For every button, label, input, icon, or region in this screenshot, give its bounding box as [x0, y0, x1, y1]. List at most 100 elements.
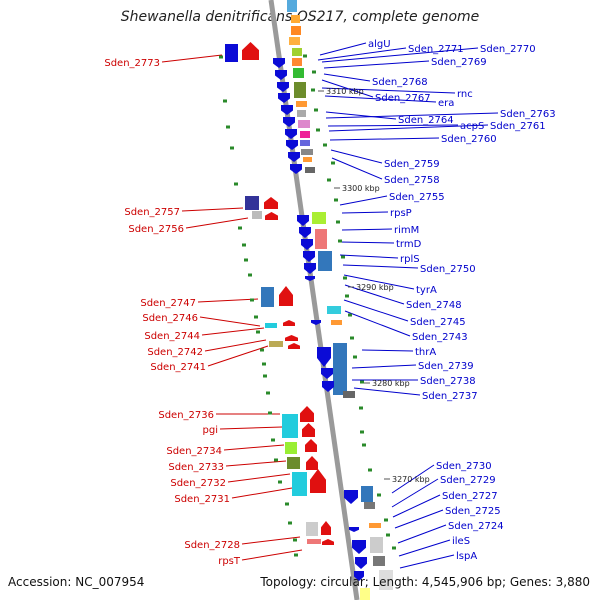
- forward-gene-arrow: [277, 82, 289, 92]
- gene-label-forward: Sden_2771: [408, 44, 464, 55]
- forward-gene-box: [245, 196, 259, 210]
- label-leader-line: [324, 95, 437, 103]
- label-leader-line: [339, 195, 388, 206]
- reverse-gene-arrow: [310, 469, 326, 493]
- reverse-gene-arrow: [322, 539, 334, 545]
- position-tick: [331, 161, 335, 165]
- position-tick: [345, 294, 349, 298]
- gene-label-forward: Sden_2724: [448, 521, 504, 532]
- gene-label-forward: Sden_2760: [441, 134, 497, 145]
- gene-label-forward: Sden_2758: [384, 175, 440, 186]
- label-leader-line: [323, 73, 371, 82]
- label-leader-line: [185, 217, 249, 229]
- forward-gene-arrow: [275, 70, 287, 80]
- position-tick: [312, 70, 316, 74]
- gene-feature-block: [261, 287, 274, 307]
- gene-label-reverse: Sden_2732: [170, 478, 226, 489]
- gene-feature-block: [369, 523, 381, 528]
- position-tick: [268, 411, 272, 415]
- label-leader-line: [197, 298, 259, 303]
- gene-feature-block: [315, 229, 327, 249]
- gene-label-forward: Sden_2750: [420, 264, 476, 275]
- gene-label-forward: rimM: [394, 225, 419, 236]
- label-leader-line: [321, 87, 456, 94]
- label-leader-line: [391, 478, 439, 508]
- gene-feature-block: [303, 157, 312, 162]
- label-leader-line: [199, 316, 261, 327]
- gene-label-forward: Sden_2738: [420, 376, 476, 387]
- gene-feature-block: [333, 343, 347, 395]
- label-leader-line: [339, 241, 395, 244]
- gene-label-forward: algU: [368, 39, 391, 50]
- label-leader-line: [397, 524, 447, 544]
- position-tick: [226, 125, 230, 129]
- forward-gene-arrow: [273, 58, 285, 68]
- gene-feature-block: [373, 556, 385, 566]
- position-tick: [248, 273, 252, 277]
- gene-label-reverse: Sden_2734: [166, 446, 222, 457]
- gene-label-forward: Sden_2768: [372, 77, 428, 88]
- gene-feature-block: [252, 211, 262, 219]
- gene-label-reverse: Sden_2744: [144, 331, 200, 342]
- gene-label-reverse: Sden_2731: [174, 494, 230, 505]
- forward-gene-arrow: [317, 347, 331, 367]
- gene-feature-block: [285, 442, 297, 454]
- forward-gene-arrow: [344, 490, 358, 504]
- gene-feature-block: [327, 306, 341, 314]
- forward-gene-arrow: [303, 251, 315, 262]
- forward-gene-arrow: [352, 540, 366, 554]
- label-leader-line: [317, 47, 407, 61]
- position-tick: [266, 391, 270, 395]
- position-tick: [303, 54, 307, 58]
- label-leader-line: [219, 426, 283, 430]
- forward-gene-arrow: [281, 105, 293, 115]
- gene-feature-block: [312, 212, 326, 224]
- forward-gene-arrow: [297, 215, 309, 226]
- position-tick: [348, 313, 352, 317]
- position-tick: [293, 538, 297, 542]
- position-tick: [336, 220, 340, 224]
- label-leader-line: [327, 124, 459, 127]
- label-leader-line: [339, 254, 399, 259]
- gene-label-forward: Sden_2761: [490, 121, 546, 132]
- gene-feature-block: [292, 472, 307, 496]
- label-leader-line: [330, 149, 383, 164]
- gene-feature-block: [307, 539, 321, 544]
- gene-feature-block: [370, 537, 383, 553]
- gene-feature-block: [306, 522, 318, 536]
- position-tick: [338, 239, 342, 243]
- forward-gene-arrow: [278, 93, 290, 103]
- gene-feature-block: [301, 149, 313, 155]
- gene-label-forward: Sden_2729: [440, 475, 496, 486]
- forward-gene-arrow: [321, 368, 333, 379]
- label-leader-line: [329, 137, 440, 141]
- gene-label-reverse: Sden_2741: [150, 362, 206, 373]
- label-leader-line: [342, 264, 419, 269]
- gene-label-forward: era: [438, 98, 454, 109]
- position-tick: [238, 226, 242, 230]
- position-tick: [263, 374, 267, 378]
- gene-label-forward: ileS: [452, 536, 470, 547]
- gene-label-reverse: Sden_2756: [128, 224, 184, 235]
- label-leader-line: [323, 60, 430, 69]
- gene-feature-block: [298, 120, 310, 128]
- gene-label-reverse: Sden_2747: [140, 298, 196, 309]
- position-tick: [368, 468, 372, 472]
- gene-feature-block: [300, 131, 310, 138]
- position-tick: [327, 178, 331, 182]
- gene-feature-block: [294, 82, 306, 98]
- position-tick: [360, 430, 364, 434]
- forward-gene-arrow: [286, 140, 298, 150]
- gene-label-forward: rpsP: [390, 208, 412, 219]
- position-tick: [250, 298, 254, 302]
- gene-feature-block: [331, 320, 342, 325]
- gene-label-forward: Sden_2727: [442, 491, 498, 502]
- forward-gene-arrow: [299, 227, 311, 238]
- position-tick: [392, 546, 396, 550]
- forward-gene-arrow: [349, 527, 359, 532]
- label-leader-line: [361, 349, 414, 352]
- gene-label-forward: tyrA: [416, 285, 437, 296]
- gene-feature-block: [361, 486, 373, 502]
